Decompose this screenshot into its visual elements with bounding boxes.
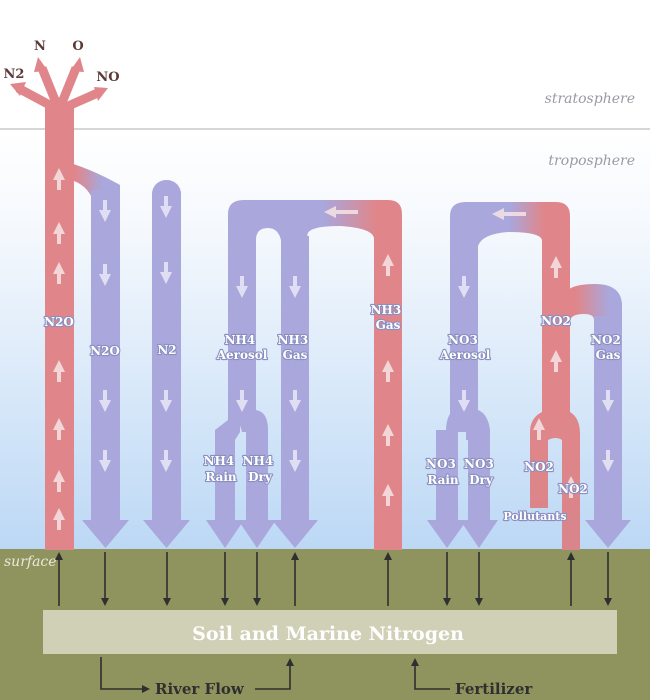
troposphere-label: troposphere: [548, 153, 635, 169]
river-flow-arrow: [100, 657, 294, 693]
nh4-aerosol-label: NH4 Aerosol: [216, 333, 268, 362]
no2-left-label: NO2: [524, 460, 554, 474]
no2-up-label: NO2: [541, 314, 571, 328]
no2-right-label: NO2: [558, 482, 588, 496]
n2-label: N2: [157, 343, 176, 357]
pollutants-label: Pollutants: [503, 510, 566, 523]
stratosphere-band: [0, 0, 650, 130]
stratosphere-label: stratosphere: [545, 91, 635, 107]
soil-label: Soil and Marine Nitrogen: [192, 623, 464, 645]
fertilizer-arrow: [411, 658, 450, 690]
n2-output-label: N2: [4, 67, 25, 82]
nh3-gas-down-label: NH3 Gas: [278, 333, 313, 362]
no3-rain-label: NO3 Rain: [426, 457, 460, 487]
n2o-branch: [60, 160, 120, 198]
down-arrows: [99, 196, 614, 472]
no-output-label: NO: [96, 70, 119, 85]
nh4-dry-label: NH4 Dry: [243, 454, 278, 484]
nh-loop: [206, 200, 402, 550]
no3-dry-label: NO3 Dry: [464, 457, 498, 487]
no3-aerosol-label: NO3 Aerosol: [439, 333, 491, 362]
n2-flow: [143, 180, 190, 548]
nh3-gas-up-label: NH3 Gas: [371, 303, 406, 332]
n2o-up-label: N2O: [44, 315, 74, 329]
n2o-down-label: N2O: [90, 344, 120, 358]
nh4-rain-label: NH4 Rain: [204, 454, 239, 484]
soil-box: [43, 610, 617, 654]
direction-arrows: [53, 168, 577, 530]
o-output-label: O: [72, 39, 83, 54]
river-flow-label: River Flow: [155, 680, 245, 698]
surface-label: surface: [4, 554, 57, 570]
n-output-label: N: [34, 39, 46, 54]
no2-gas-label: NO2 Gas: [591, 333, 625, 362]
fertilizer-label: Fertilizer: [455, 680, 533, 698]
soil-exchange-arrows: [55, 552, 612, 606]
